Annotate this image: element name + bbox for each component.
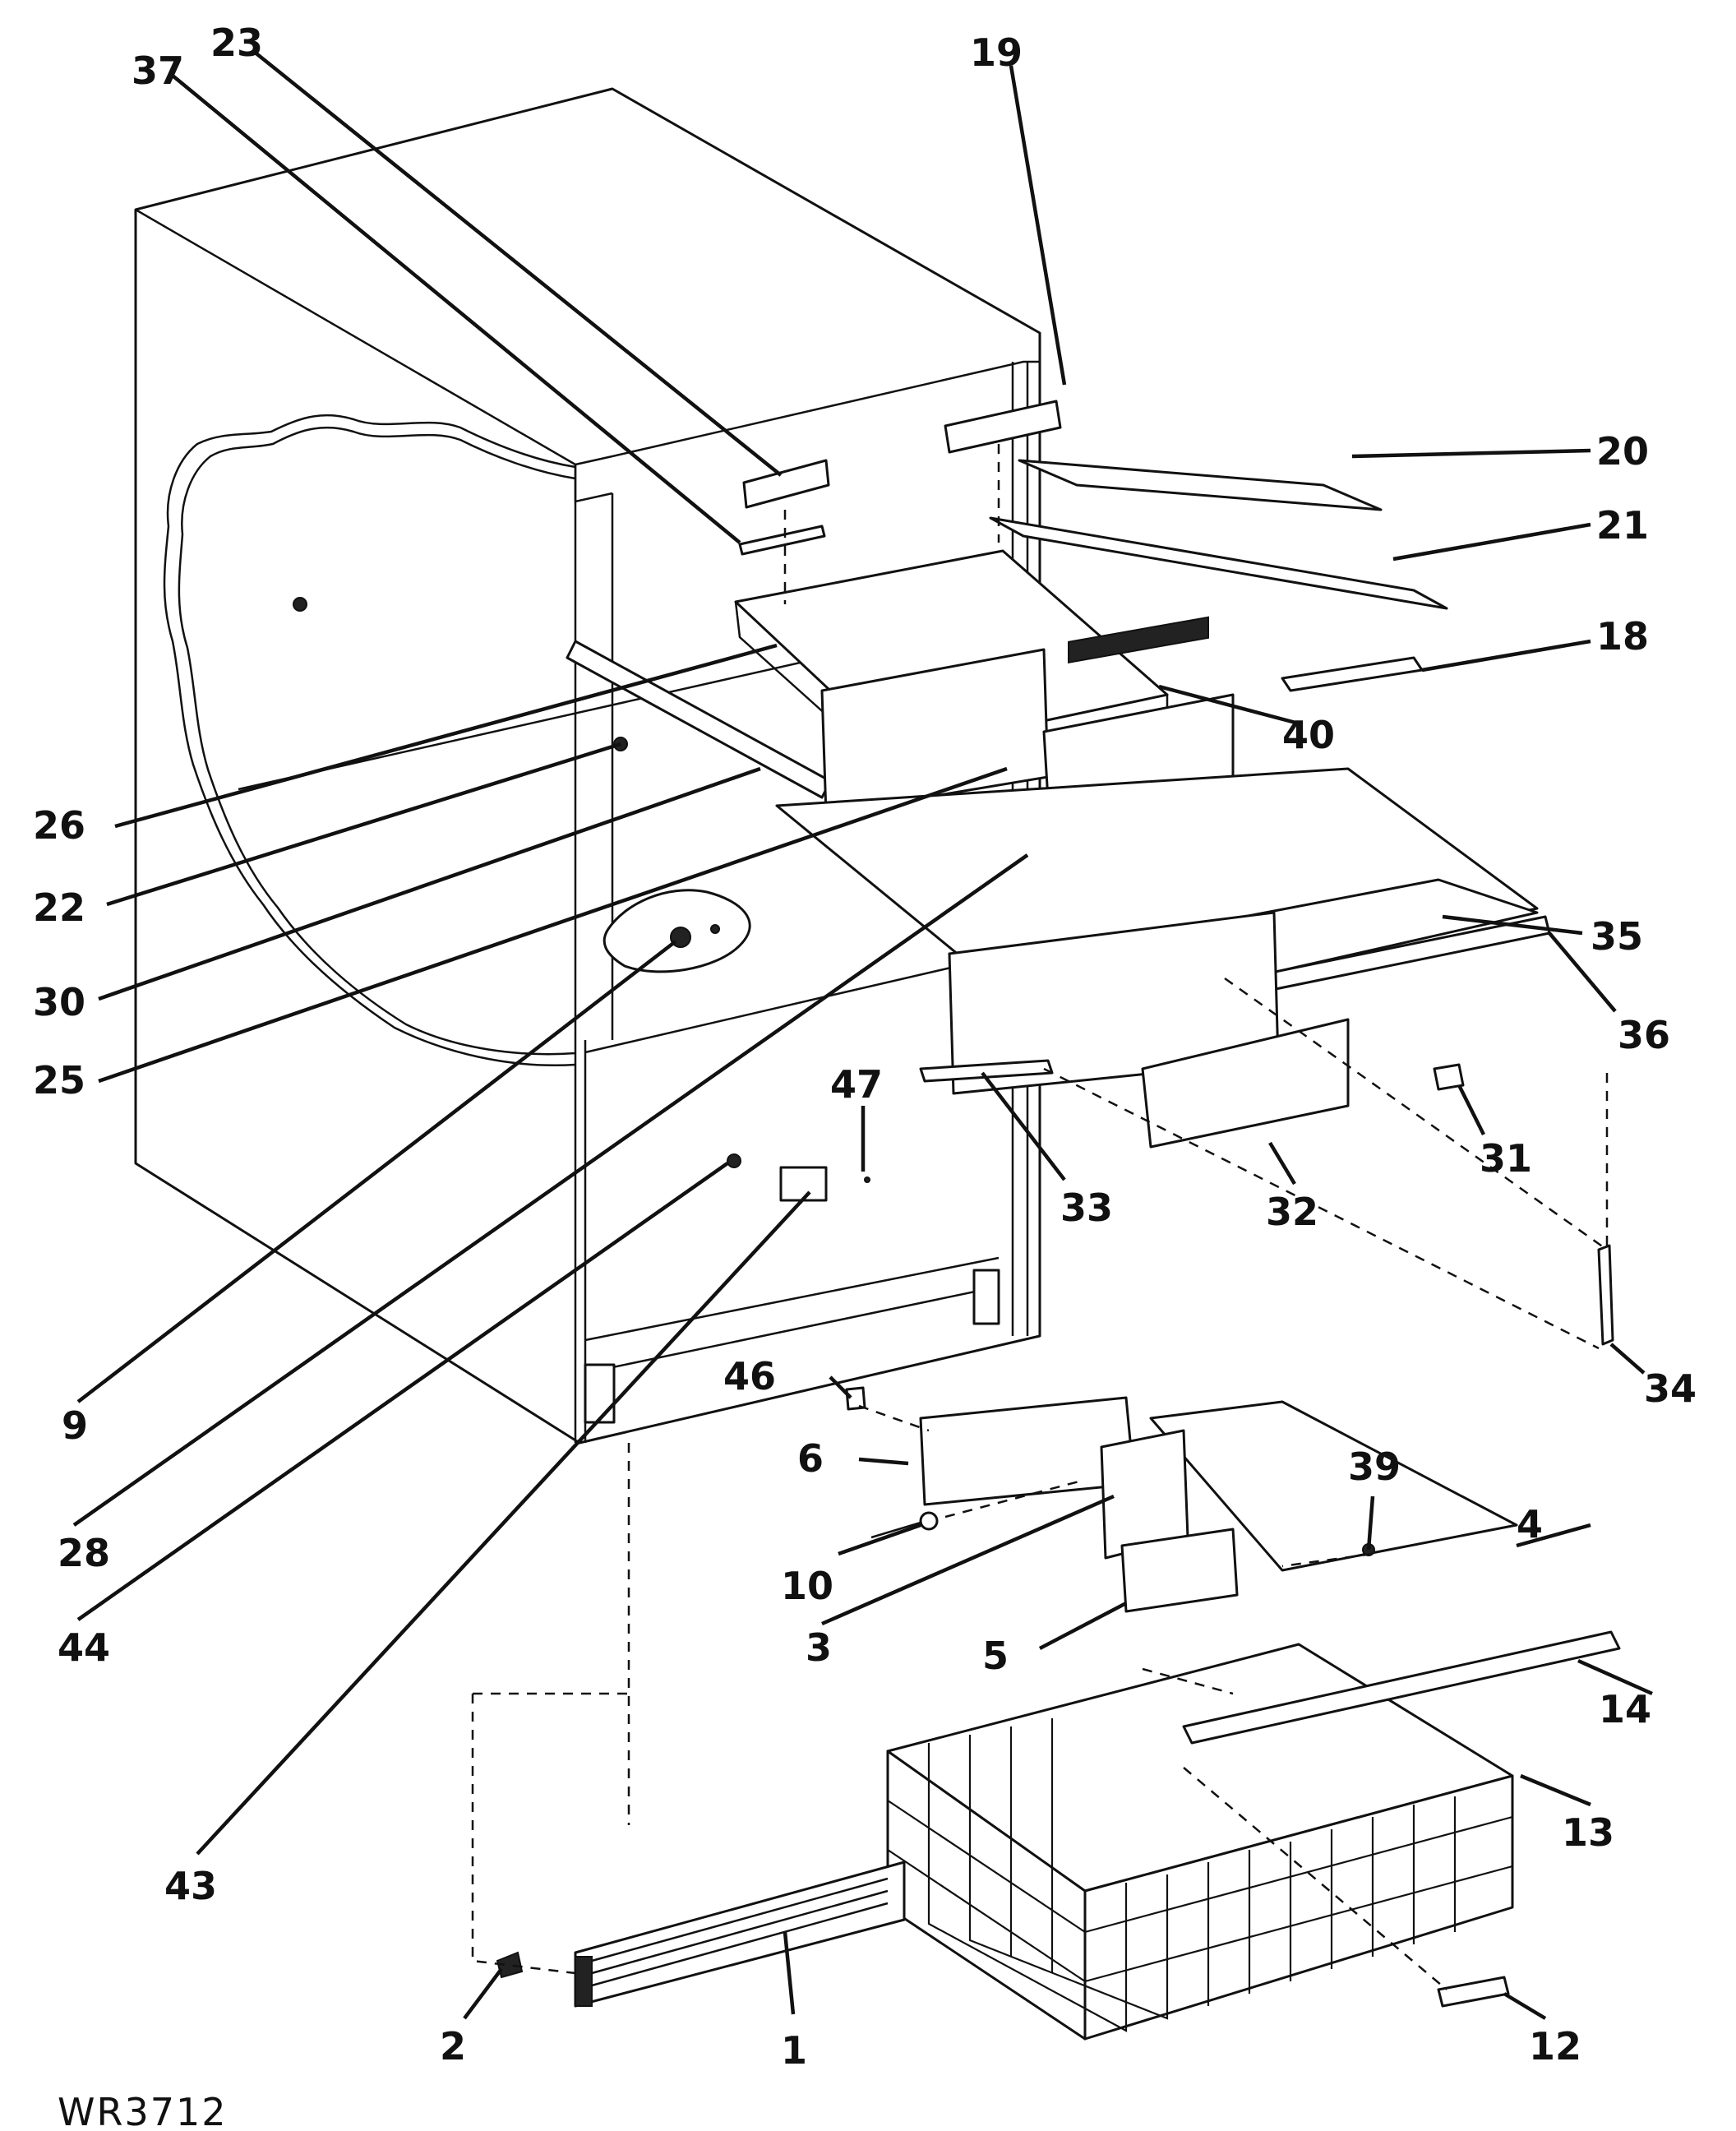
callout-19: 19 xyxy=(970,30,1023,75)
part-43 xyxy=(779,1166,828,1202)
callout-13: 13 xyxy=(1562,1810,1614,1855)
callout-26: 26 xyxy=(33,803,85,848)
rail-14 xyxy=(1182,1630,1621,1745)
part-31 xyxy=(1433,1063,1465,1091)
lower-shelf-assembly xyxy=(775,767,1614,1346)
shelf-4 xyxy=(1149,1400,1518,1572)
wire-basket-13 xyxy=(886,1643,1514,2041)
grille-end-cap xyxy=(575,1956,593,2007)
floor-cutaway xyxy=(603,889,751,973)
callout-39: 39 xyxy=(1348,1445,1401,1489)
callout-23: 23 xyxy=(210,21,263,65)
part-34 xyxy=(1597,1244,1614,1346)
callout-labels: 23 37 19 20 21 18 40 26 22 30 25 35 36 4… xyxy=(33,21,1697,2073)
callout-37: 37 xyxy=(132,49,184,93)
callout-12: 12 xyxy=(1529,2024,1581,2069)
callout-10: 10 xyxy=(781,1564,833,1608)
stop-12 xyxy=(1437,1976,1510,2008)
callout-21: 21 xyxy=(1596,503,1649,548)
callout-32: 32 xyxy=(1266,1190,1318,1234)
callout-34: 34 xyxy=(1644,1366,1697,1411)
part-47 xyxy=(864,1176,870,1183)
shelf-rails xyxy=(566,400,1448,799)
callout-40: 40 xyxy=(1282,713,1335,757)
callout-4: 4 xyxy=(1517,1502,1543,1546)
callout-33: 33 xyxy=(1060,1186,1113,1230)
callout-20: 20 xyxy=(1596,429,1649,474)
callout-35: 35 xyxy=(1591,914,1643,959)
callout-9: 9 xyxy=(62,1403,88,1448)
hinge-bracket xyxy=(972,1269,1000,1325)
callout-5: 5 xyxy=(982,1634,1009,1678)
upper-drawer-handle xyxy=(1068,616,1209,663)
callout-31: 31 xyxy=(1480,1136,1532,1181)
washer-10 xyxy=(919,1511,939,1531)
lower-hinge-bracket xyxy=(584,1363,616,1424)
rail-23 xyxy=(742,459,830,509)
strip-37 xyxy=(738,525,826,556)
callout-6: 6 xyxy=(797,1436,824,1481)
trim-18 xyxy=(1281,656,1424,692)
callout-22: 22 xyxy=(33,885,85,930)
callout-47: 47 xyxy=(830,1062,883,1107)
diagram-code: WR3712 xyxy=(58,2090,228,2131)
callout-18: 18 xyxy=(1596,614,1649,659)
callout-14: 14 xyxy=(1599,1687,1651,1731)
rail-19 xyxy=(944,400,1062,454)
callout-25: 25 xyxy=(33,1058,85,1102)
callout-36: 36 xyxy=(1618,1013,1670,1057)
shelf-glass-20 xyxy=(1018,459,1383,511)
callout-30: 30 xyxy=(33,980,85,1024)
shelf-frame-21 xyxy=(989,516,1448,610)
evaporator-area xyxy=(845,1386,1518,1613)
callout-44: 44 xyxy=(58,1625,110,1670)
callout-2: 2 xyxy=(440,2024,466,2069)
grille-1 xyxy=(574,1861,906,2008)
shelf-support-30 xyxy=(566,640,832,799)
insulation-cutaway xyxy=(163,414,576,1066)
assembly-dash-lines xyxy=(471,444,1609,1990)
leader-lines xyxy=(72,49,1653,2020)
callout-28: 28 xyxy=(58,1531,110,1575)
callout-43: 43 xyxy=(164,1864,217,1908)
tray-5 xyxy=(1120,1528,1239,1613)
callout-46: 46 xyxy=(723,1354,776,1398)
callout-3: 3 xyxy=(806,1625,832,1670)
screw-hole xyxy=(293,597,307,612)
callout-1: 1 xyxy=(781,2028,807,2073)
part-28 xyxy=(727,1153,741,1168)
